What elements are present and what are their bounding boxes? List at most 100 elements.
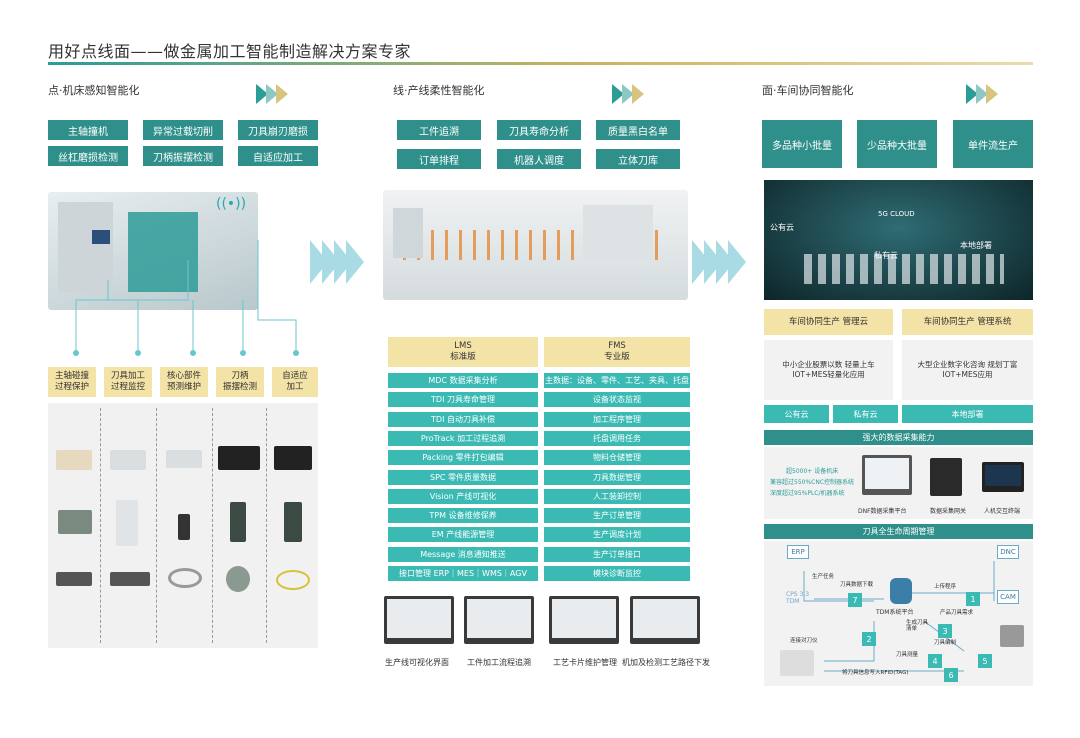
flow-arrow-icon — [692, 240, 746, 284]
terminal-image — [982, 462, 1024, 492]
cable-image — [110, 572, 150, 586]
chevron-icon — [966, 84, 998, 104]
data-stat: 超5000+ 设备机床 — [786, 468, 839, 475]
data-capture-header: 强大的数据采集能力 — [764, 430, 1033, 445]
tier-description: 中小企业股票以数 轻量上车 IOT+MES轻量化应用 — [782, 360, 875, 379]
erp-icon: ERP — [787, 545, 809, 559]
sec3-title: 面·车间协同智能化 — [762, 84, 854, 97]
lms-module: MDC 数据采集分析 — [388, 373, 538, 388]
tag-mass-production: 少品种大批量 — [857, 120, 937, 168]
controller-image — [116, 500, 138, 546]
tag-screw-wear: 丝杠磨损检测 — [48, 146, 128, 166]
lifecycle-label: 产品刀具需求 — [940, 610, 974, 616]
feature-adaptive: 自适应 加工 — [272, 367, 318, 397]
lms-module: EM 产线能源管理 — [388, 527, 538, 543]
cps-label: CPS 3.3 TDM — [786, 591, 810, 605]
feature-predictive-maint: 核心部件 预测维护 — [160, 367, 208, 397]
tag-traceability: 工件追溯 — [397, 120, 481, 140]
lms-module: Packing 零件打包编辑 — [388, 450, 538, 466]
fms-module: 生产订单接口 — [544, 546, 690, 562]
screen-image — [630, 596, 700, 644]
tool-presetter-image — [780, 650, 814, 676]
monitor-image — [862, 455, 912, 495]
controller-image — [284, 502, 302, 542]
tag-quality-list: 质量黑白名单 — [596, 120, 680, 140]
step-badge: 2 — [862, 632, 876, 646]
divider — [266, 408, 267, 643]
deploy-public-cloud: 公有云 — [764, 405, 829, 423]
lms-module: TDI 自动刀具补偿 — [388, 411, 538, 427]
cloud-label: 私有云 — [874, 251, 898, 260]
tag-order-schedule: 订单排程 — [397, 149, 481, 169]
lms-module: TDI 刀具寿命管理 — [388, 392, 538, 408]
step-badge: 7 — [848, 593, 862, 607]
lms-subtitle: 标准版 — [450, 352, 476, 362]
controller-image — [230, 502, 246, 542]
controller-image — [58, 510, 92, 534]
tag-overload: 异常过载切削 — [143, 120, 223, 140]
screen-caption: 机加及检测工艺路径下发 — [622, 658, 710, 667]
lms-module: TPM 设备维修保养 — [388, 508, 538, 524]
lms-header: LMS 标准版 — [388, 337, 538, 367]
flow-arrow-icon — [310, 240, 364, 284]
title-divider — [48, 62, 1033, 65]
feature-runout: 刀柄 振摆检测 — [216, 367, 264, 397]
feature-spindle-protect: 主轴碰撞 过程保护 — [48, 367, 96, 397]
divider — [156, 408, 157, 643]
sec1-title: 点·机床感知智能化 — [48, 84, 140, 97]
gateway-image — [930, 458, 962, 496]
fms-header: FMS 专业版 — [544, 337, 690, 367]
screen-image — [464, 596, 534, 644]
tdm-label: TDM系统平台 — [876, 609, 914, 616]
cable-image — [276, 570, 310, 590]
cable-image — [56, 572, 92, 586]
lms-module: Vision 产线可视化 — [388, 488, 538, 504]
fms-module: 设备状态监视 — [544, 392, 690, 408]
monitor-device-image — [218, 446, 260, 470]
lms-module: Message 消息通知推送 — [388, 546, 538, 562]
production-line-image — [383, 190, 688, 300]
cnc-machine-image — [48, 192, 258, 310]
chevron-icon — [256, 84, 288, 104]
sensor-image — [226, 566, 250, 592]
screen-image — [384, 596, 454, 644]
lms-title: LMS — [454, 340, 472, 351]
database-icon — [890, 578, 912, 604]
fms-module: 生产订单管理 — [544, 508, 690, 524]
tier-panel — [764, 340, 893, 400]
divider — [212, 408, 213, 643]
fms-module: 人工装卸控制 — [544, 488, 690, 504]
device-caption: 人机交互终端 — [984, 508, 1021, 515]
tier-system: 车间协同生产 管理系统 — [902, 309, 1033, 335]
tier-cloud: 车间协同生产 管理云 — [764, 309, 893, 335]
chevron-icon — [612, 84, 644, 104]
fms-module: 托盘调用任务 — [544, 430, 690, 446]
cloud-label: 5G CLOUD — [878, 210, 915, 218]
tag-tool-life: 刀具寿命分析 — [497, 120, 581, 140]
deploy-private-cloud: 私有云 — [833, 405, 898, 423]
device-caption: 数据采集网关 — [930, 508, 967, 515]
step-badge: 5 — [978, 654, 992, 668]
feature-tool-monitor: 刀具加工 过程监控 — [104, 367, 152, 397]
smart-factory-image: 公有云 5G CLOUD 私有云 本地部署 — [764, 180, 1033, 300]
tag-spindle-crash: 主轴撞机 — [48, 120, 128, 140]
fms-module: 生产调度计划 — [544, 527, 690, 543]
fms-title: FMS — [608, 340, 626, 351]
connector-lines — [73, 240, 299, 356]
lifecycle-label: 将刀具信息写入RFID(TAG) — [842, 670, 909, 676]
data-stat: 深度超过95%PLC/机器系统 — [770, 490, 845, 497]
sensor-device-image — [166, 450, 202, 468]
lms-module: ProTrack 加工过程追溯 — [388, 430, 538, 446]
lifecycle-label: 上传程序 — [934, 584, 957, 590]
fms-module: 物料仓储管理 — [544, 450, 690, 466]
screen-image — [549, 596, 619, 644]
screen-caption: 工艺卡片维护管理 — [553, 658, 617, 667]
divider — [100, 408, 101, 643]
sensor-device-image — [110, 450, 146, 470]
lifecycle-label: 连接对刀仪 — [790, 638, 818, 644]
fms-module: 模块诊断监控 — [544, 566, 690, 581]
tag-tool-storage: 立体刀库 — [596, 149, 680, 169]
fms-module: 加工程序管理 — [544, 411, 690, 427]
machine-image — [1000, 625, 1024, 647]
